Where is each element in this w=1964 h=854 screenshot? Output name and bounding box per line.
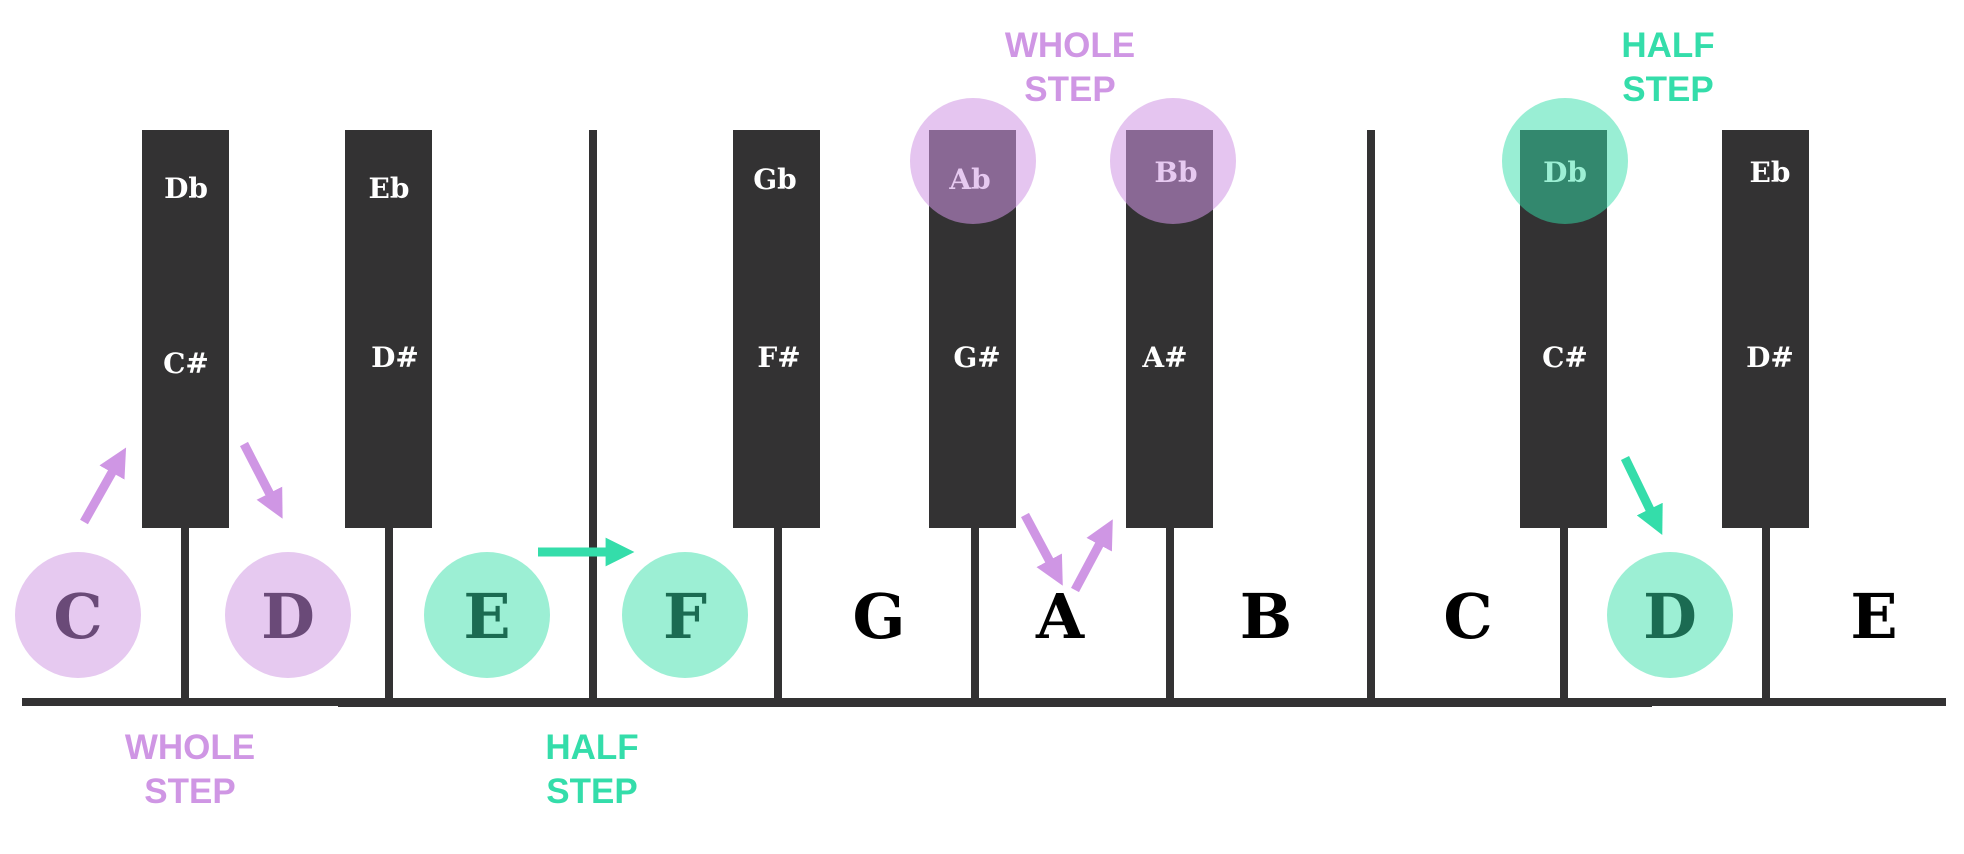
black-key-flat-label: Bb	[1154, 156, 1197, 189]
white-key-divider	[385, 525, 393, 701]
white-key-label: F	[663, 580, 707, 653]
white-key-label: B	[1240, 580, 1292, 653]
white-key-divider	[774, 525, 782, 701]
black-key-sharp-label: C#	[1542, 341, 1588, 374]
keyboard-baseline	[22, 698, 1946, 706]
white-key-highlight-d	[1607, 552, 1733, 678]
black-key-highlight-ab	[910, 98, 1036, 224]
white-key-label: C	[53, 580, 102, 653]
step-label-line2: STEP	[546, 772, 637, 811]
arrow-c-to-csharp	[80, 447, 127, 525]
black-key-highlight-db	[1502, 98, 1628, 224]
white-key-label: E	[1850, 580, 1897, 653]
white-key-divider	[181, 525, 189, 701]
black-key-highlight-bb	[1110, 98, 1236, 224]
white-key-label: G	[853, 580, 906, 653]
step-label-whole-bottom: WHOLE STEP	[125, 728, 255, 811]
black-key-flat-label: Eb	[1750, 156, 1791, 189]
black-key	[733, 130, 820, 528]
black-key-sharp-label: D#	[1746, 341, 1794, 374]
white-key-label: D	[1643, 580, 1697, 653]
step-label-line2: STEP	[1024, 70, 1115, 109]
arrow-csharp-to-d	[1620, 456, 1663, 535]
black-key-sharp-label: A#	[1141, 341, 1187, 374]
white-key-highlight-d	[225, 552, 351, 678]
white-key-highlight-e	[424, 552, 550, 678]
black-key-sharp-label: G#	[953, 341, 1000, 374]
white-key-divider	[1367, 130, 1375, 701]
step-label-whole-top: WHOLE STEP	[1005, 26, 1135, 109]
black-key-sharp-label: D#	[371, 341, 419, 374]
black-key-flat-label: Ab	[948, 163, 990, 196]
white-key-label: D	[261, 580, 315, 653]
black-key-flat-label: Db	[1543, 156, 1587, 189]
step-label-line2: STEP	[144, 772, 235, 811]
step-label-half-bottom: HALF STEP	[545, 728, 638, 811]
keyboard-underline	[338, 705, 1652, 707]
white-key-divider	[589, 130, 597, 701]
arrow-gsharp-to-a	[1021, 512, 1063, 586]
white-key-dividers	[181, 130, 1770, 701]
white-key-highlight-c	[15, 552, 141, 678]
white-key-divider	[971, 525, 979, 701]
white-key-label: E	[463, 580, 510, 653]
step-label-half-top: HALF STEP	[1621, 26, 1714, 109]
white-key-label: A	[1035, 580, 1085, 653]
white-key-divider	[1166, 525, 1174, 701]
black-key	[1722, 130, 1809, 528]
step-label-line1: HALF	[545, 728, 638, 767]
black-key	[345, 130, 432, 528]
black-key-flat-label: Gb	[753, 163, 797, 196]
step-label-line1: WHOLE	[125, 728, 255, 767]
white-key-label: C	[1443, 580, 1492, 653]
black-key-flat-label: Eb	[369, 172, 410, 205]
step-label-line2: STEP	[1622, 70, 1713, 109]
black-key-sharp-label: C#	[163, 347, 209, 380]
step-label-line1: HALF	[1621, 26, 1714, 65]
black-key-sharp-label: F#	[757, 341, 800, 374]
step-label-line1: WHOLE	[1005, 26, 1135, 65]
white-key-divider	[1762, 525, 1770, 701]
black-key-flat-label: Db	[164, 172, 208, 205]
black-key	[142, 130, 229, 528]
arrow-csharp-to-d	[240, 441, 283, 519]
white-key-divider	[1560, 525, 1568, 701]
arrow-a-to-asharp	[1071, 519, 1113, 593]
white-key-highlight-f	[622, 552, 748, 678]
